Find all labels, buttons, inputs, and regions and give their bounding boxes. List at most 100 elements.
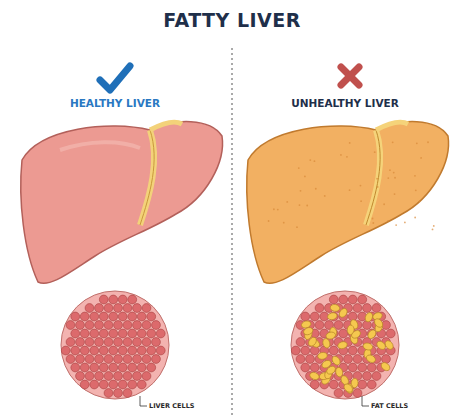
liver-cell — [353, 389, 362, 398]
liver-cell — [99, 380, 108, 389]
liver-cell — [301, 312, 310, 321]
fat-cell — [350, 329, 362, 340]
liver-cell — [128, 295, 137, 304]
fat-cell — [380, 361, 392, 372]
liver-cell — [358, 380, 367, 389]
liver-cell — [315, 321, 324, 330]
fat-spot — [349, 142, 351, 144]
liver-cell — [128, 346, 137, 355]
liver-cell — [80, 380, 89, 389]
fat-spot — [360, 185, 362, 187]
fat-cell — [342, 382, 354, 393]
fat-cell — [337, 341, 348, 350]
liver-cell — [66, 355, 75, 364]
fat-spot — [432, 229, 434, 231]
fat-cell — [327, 312, 338, 321]
fat-spot — [394, 177, 396, 179]
liver-cell — [95, 355, 104, 364]
liver-cell — [66, 338, 75, 347]
fat-cell — [331, 355, 342, 367]
fat-spot — [372, 222, 374, 224]
liver-cell — [372, 304, 381, 313]
fat-cell — [325, 331, 336, 340]
liver-cell — [95, 338, 104, 347]
fat-spot — [392, 141, 394, 143]
fat-cell — [317, 352, 328, 361]
liver-cell — [71, 329, 80, 338]
liver-cell — [123, 304, 132, 313]
cell-sample-fatty — [291, 291, 399, 399]
liver-cell — [310, 380, 319, 389]
fat-spot — [346, 156, 348, 158]
liver-cell — [85, 304, 94, 313]
liver-cell — [76, 321, 85, 330]
diagram-title: FATTY LIVER — [163, 9, 301, 31]
fat-spot — [273, 208, 275, 210]
panel-heading: UNHEALTHY LIVER — [291, 97, 399, 109]
liver-cell — [95, 321, 104, 330]
fat-cell — [307, 336, 318, 348]
leader-line — [362, 396, 369, 406]
liver-cell — [80, 346, 89, 355]
fat-spot — [383, 203, 385, 205]
liver-cell — [104, 372, 113, 381]
fat-spot — [296, 226, 298, 228]
fat-spot — [309, 159, 311, 161]
fat-spot — [306, 205, 308, 207]
liver-cell — [152, 321, 161, 330]
liver-cell — [128, 363, 137, 372]
liver-cell — [156, 346, 165, 355]
liver-cell — [382, 355, 391, 364]
fat-spot — [283, 222, 285, 224]
fat-spot — [416, 142, 418, 144]
leader-line — [140, 396, 147, 406]
liver-cell — [147, 346, 156, 355]
fat-cell — [338, 307, 349, 319]
cross-mark — [341, 67, 359, 85]
liver-cell — [123, 321, 132, 330]
liver-cell — [114, 389, 123, 398]
fat-spot — [404, 221, 406, 223]
fat-spot — [314, 160, 316, 162]
fat-spot — [433, 225, 435, 227]
callout-label: FAT CELLS — [370, 402, 409, 410]
liver-cell — [133, 338, 142, 347]
fat-cell — [362, 342, 373, 351]
fat-cell — [373, 317, 384, 329]
fat-spot — [360, 200, 362, 202]
liver-cell — [76, 372, 85, 381]
fat-spot — [420, 157, 422, 159]
liver-cell — [133, 321, 142, 330]
fat-spot — [349, 189, 351, 191]
liver-cell — [152, 355, 161, 364]
liver-cell — [114, 338, 123, 347]
liver-cell — [315, 304, 324, 313]
fat-cell — [365, 354, 377, 365]
liver-cell — [118, 312, 127, 321]
liver-cell — [76, 338, 85, 347]
fatty-liver — [247, 122, 449, 284]
liver-cell — [123, 389, 132, 398]
liver-cell — [147, 329, 156, 338]
liver-cell — [363, 304, 372, 313]
liver-cell — [329, 346, 338, 355]
liver-cell — [95, 372, 104, 381]
fat-spot — [324, 195, 326, 197]
liver-cell — [372, 372, 381, 381]
liver-cell — [99, 363, 108, 372]
liver-cell — [296, 338, 305, 347]
liver-cell — [137, 380, 146, 389]
liver-cell — [306, 355, 315, 364]
liver-cell — [123, 372, 132, 381]
liver-cell — [142, 338, 151, 347]
liver-cell — [128, 329, 137, 338]
liver-cell — [123, 355, 132, 364]
fat-spot — [372, 218, 374, 220]
liver-cell — [90, 346, 99, 355]
liver-cell — [118, 363, 127, 372]
liver-cell — [353, 304, 362, 313]
liver-cell — [118, 329, 127, 338]
liver-cell — [301, 346, 310, 355]
